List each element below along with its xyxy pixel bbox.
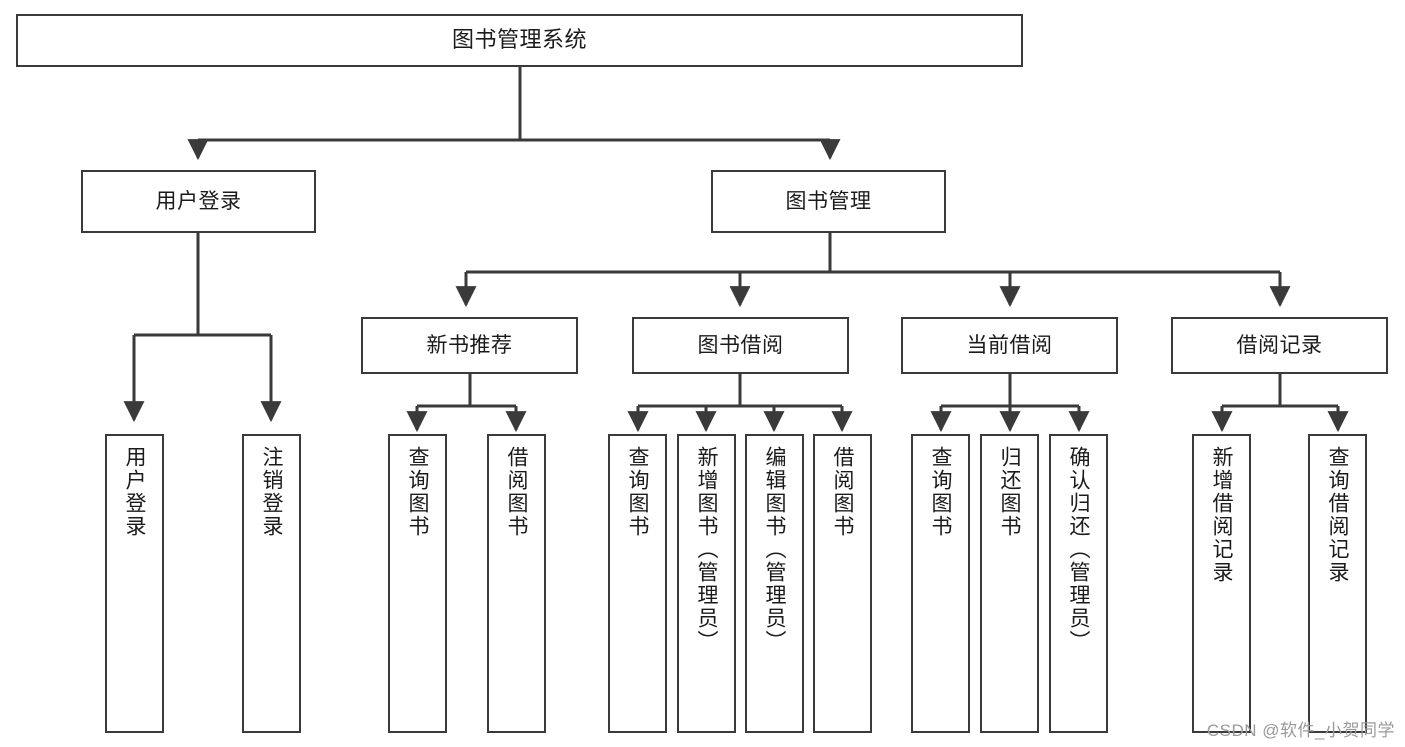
- leaf-borrow-record-add-label: 新增借阅记录: [1210, 446, 1233, 584]
- node-book-borrow-label: 图书借阅: [697, 333, 784, 357]
- leaf-book-borrow-borrow-label: 借阅图书: [831, 446, 854, 538]
- node-book-management[interactable]: 图书管理: [711, 170, 946, 233]
- leaf-new-book-query[interactable]: 查询图书: [388, 434, 447, 733]
- leaf-current-borrow-query[interactable]: 查询图书: [911, 434, 970, 733]
- watermark-text: CSDN @软件_小贺同学: [1206, 721, 1395, 740]
- leaf-user-login-login-label: 用户登录: [123, 446, 146, 538]
- node-root[interactable]: 图书管理系统: [16, 14, 1023, 67]
- node-book-management-label: 图书管理: [785, 189, 872, 213]
- leaf-book-borrow-edit[interactable]: 编辑图书（管理员）: [745, 434, 804, 733]
- leaf-current-borrow-confirm-label: 确认归还（管理员）: [1067, 446, 1090, 653]
- node-current-borrow[interactable]: 当前借阅: [901, 317, 1118, 374]
- node-current-borrow-label: 当前借阅: [966, 333, 1053, 357]
- node-book-borrow[interactable]: 图书借阅: [632, 317, 849, 374]
- node-new-book-recommend-label: 新书推荐: [426, 333, 513, 357]
- leaf-borrow-record-query[interactable]: 查询借阅记录: [1308, 434, 1367, 733]
- leaf-book-borrow-query[interactable]: 查询图书: [608, 434, 667, 733]
- node-root-label: 图书管理系统: [451, 27, 587, 53]
- leaf-new-book-borrow-label: 借阅图书: [505, 446, 528, 538]
- leaf-new-book-borrow[interactable]: 借阅图书: [487, 434, 546, 733]
- leaf-user-login-logout-label: 注销登录: [260, 446, 283, 538]
- leaf-current-borrow-return-label: 归还图书: [998, 446, 1021, 538]
- leaf-book-borrow-query-label: 查询图书: [626, 446, 649, 538]
- leaf-book-borrow-borrow[interactable]: 借阅图书: [813, 434, 872, 733]
- leaf-current-borrow-query-label: 查询图书: [929, 446, 952, 538]
- leaf-borrow-record-add[interactable]: 新增借阅记录: [1192, 434, 1251, 733]
- leaf-new-book-query-label: 查询图书: [406, 446, 429, 538]
- leaf-user-login-login[interactable]: 用户登录: [105, 434, 164, 733]
- node-user-login[interactable]: 用户登录: [81, 170, 316, 233]
- leaf-current-borrow-return[interactable]: 归还图书: [980, 434, 1039, 733]
- leaf-book-borrow-add-label: 新增图书（管理员）: [695, 446, 718, 653]
- node-new-book-recommend[interactable]: 新书推荐: [361, 317, 578, 374]
- node-user-login-label: 用户登录: [155, 189, 242, 213]
- leaf-current-borrow-confirm[interactable]: 确认归还（管理员）: [1049, 434, 1108, 733]
- leaf-book-borrow-add[interactable]: 新增图书（管理员）: [677, 434, 736, 733]
- leaf-book-borrow-edit-label: 编辑图书（管理员）: [763, 446, 786, 653]
- node-borrow-record-label: 借阅记录: [1236, 333, 1323, 357]
- leaf-user-login-logout[interactable]: 注销登录: [242, 434, 301, 733]
- node-borrow-record[interactable]: 借阅记录: [1171, 317, 1388, 374]
- leaf-borrow-record-query-label: 查询借阅记录: [1326, 446, 1349, 584]
